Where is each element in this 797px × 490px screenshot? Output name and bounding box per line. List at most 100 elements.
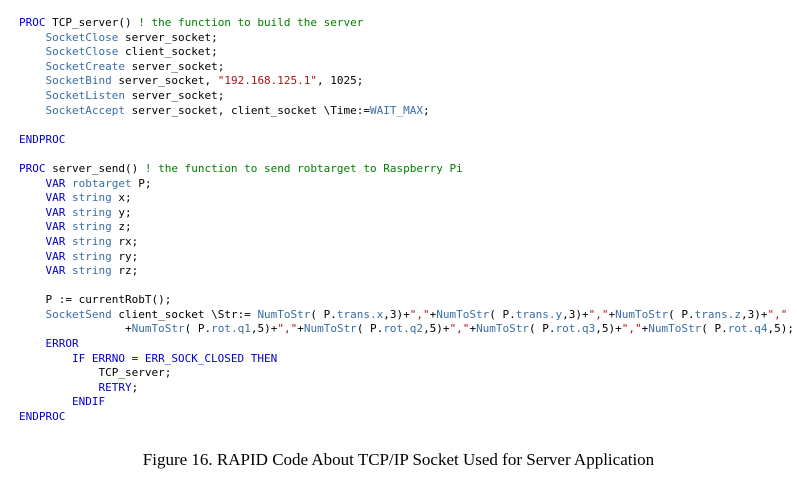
code-token: "," [449, 322, 470, 336]
code-token: server_socket, [111, 74, 218, 88]
code-token: PROC [19, 161, 53, 175]
code-token: "," [767, 307, 788, 321]
code-token: ( P. [184, 322, 212, 336]
code-token: SocketListen [45, 88, 125, 102]
code-line: VAR string ry; [19, 250, 794, 265]
code-line: VAR robtarget P; [19, 177, 794, 192]
code-token: ry; [111, 249, 139, 263]
code-token: , 1025; [317, 74, 364, 88]
code-token: PROC [19, 16, 53, 29]
code-token [19, 381, 98, 394]
code-token [19, 308, 46, 321]
code-line [19, 147, 794, 162]
code-token: NumToStr [303, 322, 357, 336]
code-line: ENDPROC [19, 410, 794, 425]
code-token: + [608, 307, 616, 321]
code-token: ,5)+ [595, 322, 622, 336]
code-line: SocketClose server_socket; [19, 31, 794, 46]
code-line: VAR string rz; [19, 264, 794, 279]
code-token: "," [621, 322, 642, 336]
code-token: rot.q3 [555, 322, 596, 336]
code-token [19, 104, 46, 117]
code-token: "," [588, 307, 609, 321]
code-token: ( P. [668, 307, 695, 321]
code-token: trans.y [515, 307, 563, 321]
code-token: VAR [45, 249, 72, 263]
code-token: string [72, 234, 112, 248]
code-token [19, 395, 72, 408]
code-token: ,3)+ [740, 307, 768, 321]
code-token: x; [111, 191, 132, 205]
code-token: VAR [45, 205, 72, 219]
code-token [19, 264, 46, 277]
code-line: ENDIF [19, 395, 794, 410]
code-line: RETRY; [19, 381, 794, 396]
code-token: VAR [45, 220, 72, 234]
code-token: + [469, 322, 477, 336]
code-token: WAIT_MAX [370, 103, 424, 117]
code-token: string [72, 264, 112, 278]
code-token: robtarget [72, 176, 132, 190]
code-line: PROC server_send() ! the function to sen… [19, 162, 794, 177]
code-token: VAR [45, 234, 72, 248]
code-token: string [72, 205, 112, 219]
code-token: ,5)+ [250, 322, 278, 336]
code-token: ( P. [701, 322, 728, 336]
code-token: "," [409, 307, 430, 321]
code-token: ERROR [45, 337, 79, 351]
code-token: NumToStr [257, 307, 311, 321]
code-token: string [72, 220, 112, 234]
code-token: trans.z [694, 307, 741, 321]
code-token: ,3)+ [562, 307, 589, 321]
code-token: rot.q2 [383, 322, 424, 336]
code-token [19, 352, 72, 365]
code-token: ENDPROC [19, 132, 66, 146]
code-token: "192.168.125.1" [217, 74, 318, 88]
code-line: SocketCreate server_socket; [19, 60, 794, 75]
code-token: ! the function to build the server [138, 16, 364, 29]
code-token [19, 206, 46, 219]
code-token: ; [423, 103, 430, 117]
code-token: string [72, 249, 112, 263]
code-line: VAR string z; [19, 220, 794, 235]
code-token [19, 45, 46, 58]
code-line: VAR string x; [19, 191, 794, 206]
code-token: SocketSend [45, 307, 112, 321]
code-token: TCP_server() [52, 16, 139, 29]
code-token [19, 31, 46, 44]
code-token [19, 74, 46, 87]
code-token: P; [131, 176, 152, 190]
code-token: + [429, 307, 437, 321]
code-token: ENDPROC [19, 410, 66, 424]
code-token [19, 89, 46, 102]
code-token: server_send() [52, 161, 145, 175]
code-token: RETRY [98, 380, 132, 394]
code-line: PROC TCP_server() ! the function to buil… [19, 16, 794, 31]
code-line: IF ERRNO = ERR_SOCK_CLOSED THEN [19, 352, 794, 367]
code-line: P := currentRobT(); [19, 293, 794, 308]
code-token: ; [131, 380, 139, 394]
figure-caption: Figure 16. RAPID Code About TCP/IP Socke… [142, 450, 655, 469]
code-line: ENDPROC [19, 133, 794, 148]
code-line: +NumToStr( P.rot.q1,5)+","+NumToStr( P.r… [19, 322, 794, 337]
code-token: VAR [45, 264, 72, 278]
code-line: VAR string y; [19, 206, 794, 221]
code-line: SocketAccept server_socket, client_socke… [19, 104, 794, 119]
code-token: + [124, 322, 132, 336]
code-token [19, 250, 46, 263]
code-token: rz; [111, 264, 139, 278]
code-token: server_socket, client_socket \Time:= [124, 103, 371, 117]
code-line: SocketListen server_socket; [19, 89, 794, 104]
code-token: client_socket; [118, 45, 218, 59]
code-line: SocketBind server_socket, "192.168.125.1… [19, 74, 794, 89]
code-token: ENDIF [71, 395, 106, 409]
code-token: NumToStr [436, 307, 490, 321]
code-token: SocketBind [45, 74, 112, 88]
code-token: ,5)+ [423, 322, 450, 336]
code-token [19, 60, 46, 73]
code-token: NumToStr [648, 322, 702, 336]
code-token [19, 235, 46, 248]
code-token: server_socket; [118, 30, 218, 44]
code-token: ,3)+ [383, 307, 410, 321]
code-token [19, 322, 125, 335]
